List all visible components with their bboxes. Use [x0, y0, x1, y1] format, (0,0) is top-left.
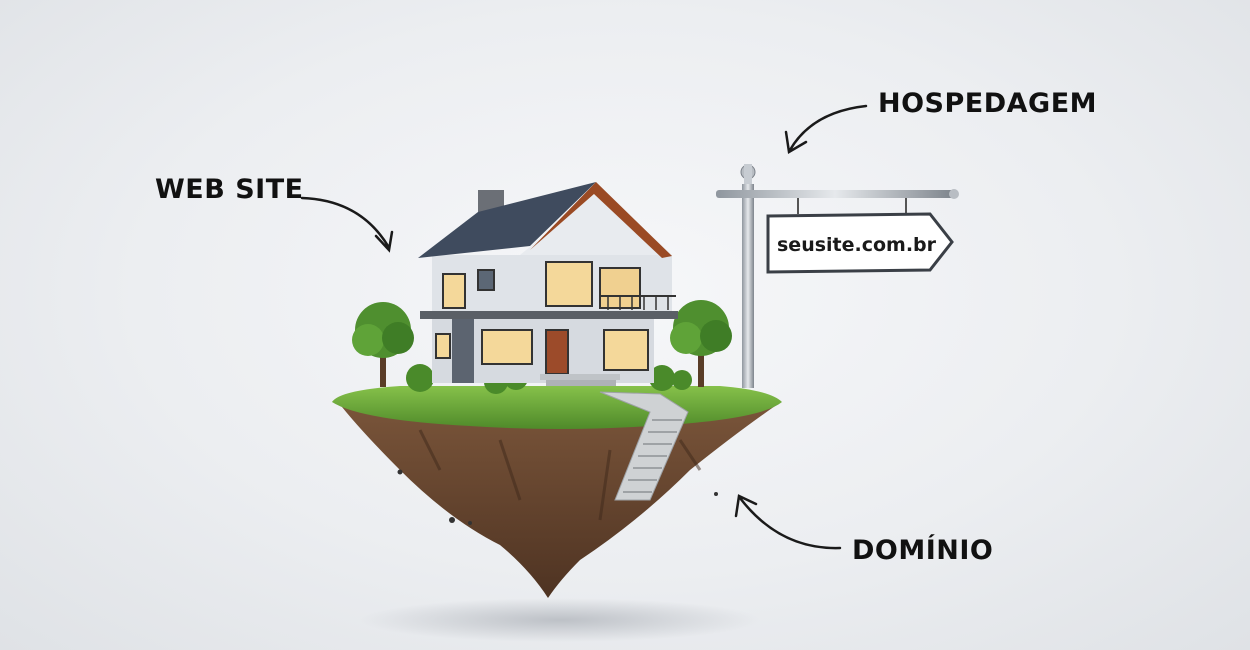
hosting-label: HOSPEDAGEM [878, 88, 1098, 119]
arrow-domain-icon [734, 494, 842, 550]
floating-island [332, 386, 782, 598]
ground-shadow [360, 598, 760, 642]
website-label: WEB SITE [155, 174, 304, 205]
tree-right [670, 300, 732, 387]
arrow-hosting-icon [784, 104, 868, 155]
arrow-website-icon [300, 196, 394, 253]
house-icon [418, 182, 678, 386]
signpost-icon: seusite.com.br [716, 164, 959, 388]
domain-sign-text: seusite.com.br [777, 234, 937, 256]
domain-label: DOMÍNIO [852, 535, 994, 566]
tree-left [352, 302, 414, 387]
